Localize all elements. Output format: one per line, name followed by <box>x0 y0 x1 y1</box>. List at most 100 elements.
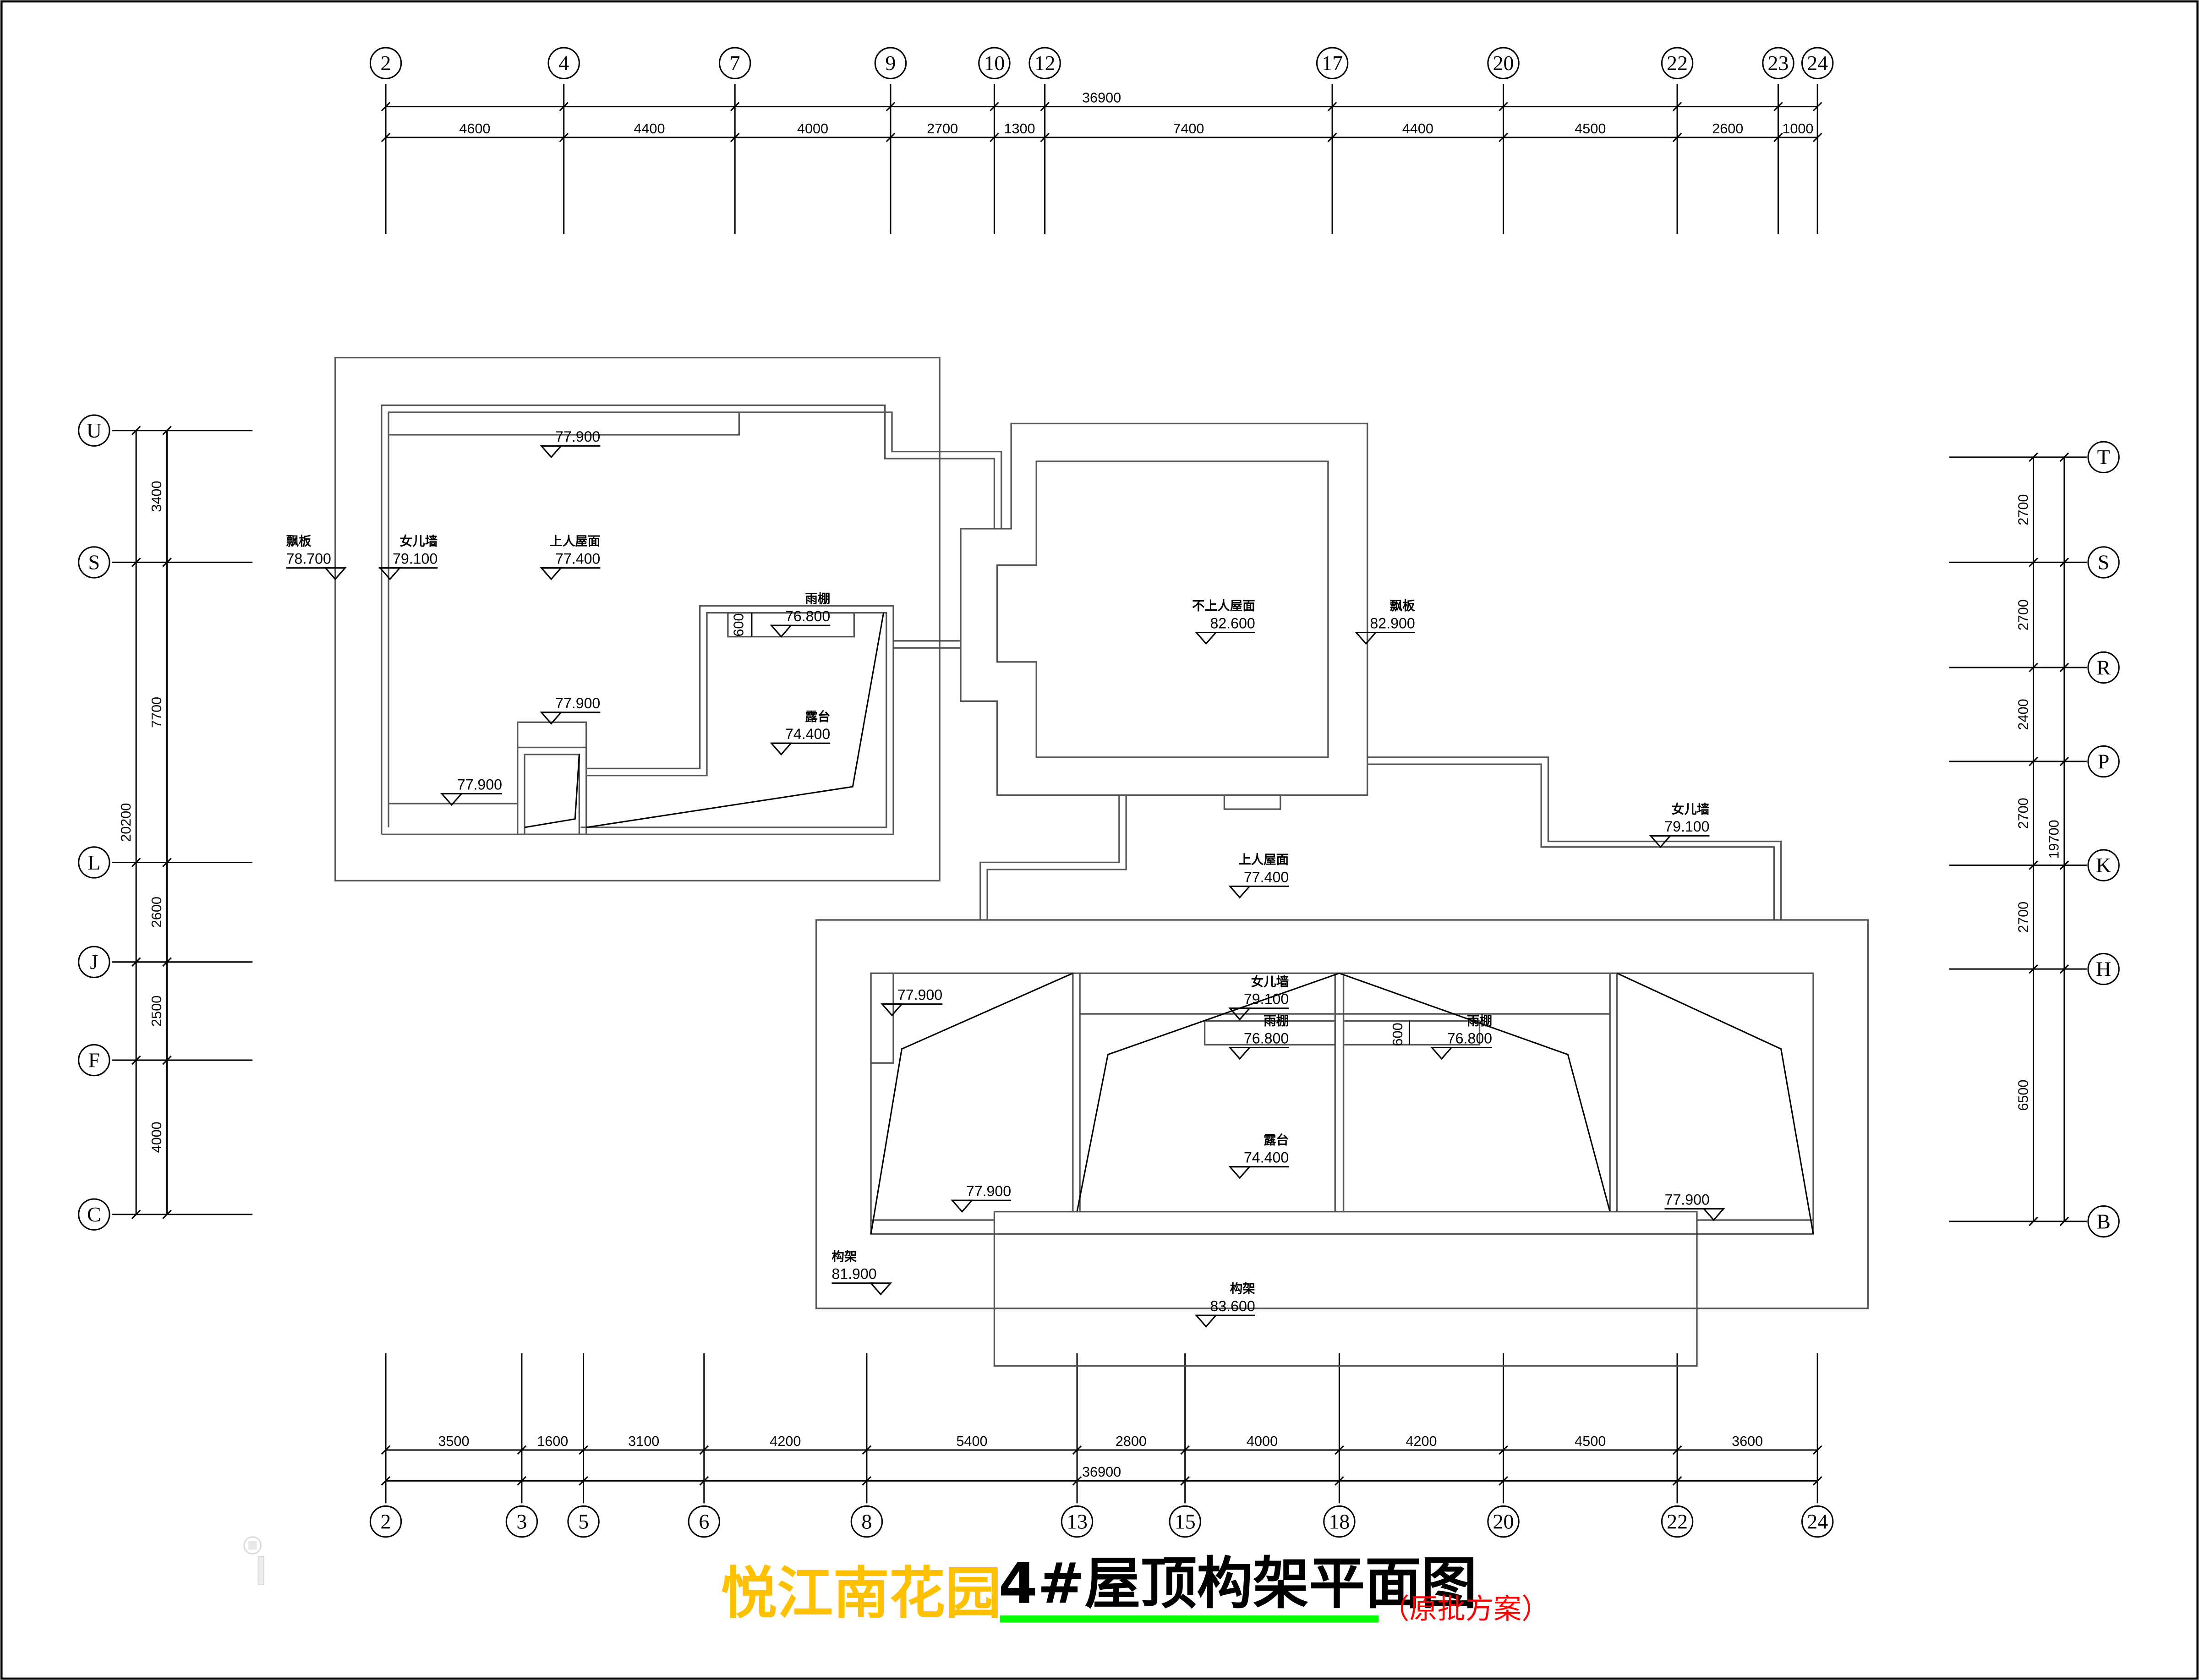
elevation-name: 女儿墙 <box>400 534 438 549</box>
elevation-marker: 77.900 <box>440 776 502 806</box>
elevation-marker: 77.900 <box>1665 1191 1725 1221</box>
elevation-name: 雨棚 <box>1467 1014 1492 1029</box>
elevation-value: 83.600 <box>1210 1298 1255 1314</box>
axis-label: 24 <box>1807 51 1828 75</box>
axis-bubble <box>850 1505 883 1538</box>
axis-label: L <box>88 851 100 874</box>
dimension-label: 2500 <box>149 996 164 1027</box>
elevation-value: 76.800 <box>1244 1030 1289 1046</box>
dimension-label: 3500 <box>438 1434 469 1449</box>
total-dimension: 36900 <box>1082 90 1121 105</box>
axis-label: 2 <box>381 51 391 75</box>
axis-bubble <box>1487 1505 1520 1538</box>
dimension-label: 2700 <box>927 121 958 137</box>
elevation-value: 77.400 <box>1244 869 1289 885</box>
dimension-label: 4400 <box>634 121 665 137</box>
axis-bubble <box>1762 47 1794 79</box>
title-underline <box>1000 1615 1379 1623</box>
dimension-label: 1000 <box>1782 121 1813 137</box>
axis-bubble <box>505 1505 538 1538</box>
axis-label: 2 <box>381 1510 391 1533</box>
axis-bubble <box>78 546 110 579</box>
axis-bubble <box>1316 47 1349 79</box>
axis-bubble <box>1169 1505 1201 1538</box>
elevation-value: 77.400 <box>555 550 600 567</box>
axis-label: 10 <box>984 51 1005 75</box>
elevation-name: 雨棚 <box>1264 1014 1289 1029</box>
axis-bubble <box>2087 441 2120 474</box>
dimension-label: 3400 <box>149 481 164 512</box>
axis-bubble <box>78 1198 110 1231</box>
elevation-value: 77.900 <box>555 695 600 711</box>
dimension-label: 4000 <box>1247 1434 1278 1449</box>
axis-bubble <box>874 47 907 79</box>
axis-bubble <box>1061 1505 1094 1538</box>
axis-bubble <box>688 1505 721 1538</box>
elevation-value: 82.600 <box>1210 615 1255 631</box>
axis-bubble <box>718 47 751 79</box>
axis-label: 23 <box>1768 51 1789 75</box>
drawing-title: 悦江南花园 4#屋顶构架平面图 （原批方案） <box>721 1551 1550 1626</box>
axis-label: S <box>88 551 100 574</box>
axis-label: 24 <box>1807 1510 1828 1533</box>
axis-bubble <box>547 47 580 79</box>
elevation-value: 79.100 <box>393 550 438 567</box>
axis-label: 8 <box>861 1510 872 1533</box>
dimension-label: 4600 <box>459 121 490 137</box>
elevation-marker: 76.800 雨棚 <box>770 591 830 638</box>
elevation-marker: 77.900 <box>881 986 942 1017</box>
dimension-label: 6500 <box>2015 1080 2031 1111</box>
dimension-label: 1600 <box>537 1434 568 1449</box>
lower-building <box>815 919 1869 1367</box>
axis-label: 5 <box>578 1510 589 1533</box>
dimension-label: 4400 <box>1402 121 1433 137</box>
dimension-label: 4000 <box>149 1122 164 1153</box>
axis-bubble <box>2087 745 2120 778</box>
axis-label: C <box>87 1203 101 1226</box>
dimension-label: 2600 <box>1712 121 1743 137</box>
elevation-value: 76.800 <box>785 608 830 624</box>
dimension-label: 1300 <box>1004 121 1035 137</box>
axis-label: 22 <box>1667 1510 1688 1533</box>
dimension-label: 5400 <box>956 1434 987 1449</box>
dimension-label: 7400 <box>1173 121 1204 137</box>
axis-bubble <box>2087 1205 2120 1238</box>
axis-label: S <box>2098 551 2110 574</box>
elevation-name: 雨棚 <box>805 591 830 606</box>
elevation-value: 77.900 <box>897 986 942 1003</box>
dimension-label: 2800 <box>1116 1434 1147 1449</box>
elevation-value: 82.900 <box>1370 615 1415 631</box>
elevation-name: 女儿墙 <box>1672 802 1710 816</box>
axis-bubble <box>78 1044 110 1077</box>
elevation-name: 不上人屋面 <box>1192 599 1255 613</box>
axis-label: 17 <box>1322 51 1343 75</box>
axis-label: 4 <box>558 51 569 75</box>
elevation-value: 77.900 <box>555 428 600 445</box>
elevation-name: 飘板 <box>286 534 312 549</box>
dimension-label: 2700 <box>2015 798 2031 829</box>
title-note: （原批方案） <box>1381 1592 1549 1625</box>
axis-label: 18 <box>1329 1510 1350 1533</box>
elevation-value: 79.100 <box>1664 818 1709 835</box>
elevation-marker: 82.600 不上人屋面 <box>1192 599 1255 645</box>
axis-label: K <box>2096 854 2111 877</box>
elevation-value: 74.400 <box>1244 1149 1289 1166</box>
axis-bubble <box>369 47 402 79</box>
dimension-label: 4500 <box>1575 1434 1606 1449</box>
center-building <box>960 422 1782 920</box>
elevation-name: 女儿墙 <box>1251 974 1289 989</box>
title-project: 悦江南花园 <box>721 1560 1001 1626</box>
elevation-value: 78.700 <box>286 550 331 567</box>
axis-label: 22 <box>1667 51 1688 75</box>
elevation-name: 构架 <box>1230 1281 1256 1296</box>
elevation-name: 构架 <box>831 1249 857 1264</box>
dimension-label: 4000 <box>797 121 828 137</box>
